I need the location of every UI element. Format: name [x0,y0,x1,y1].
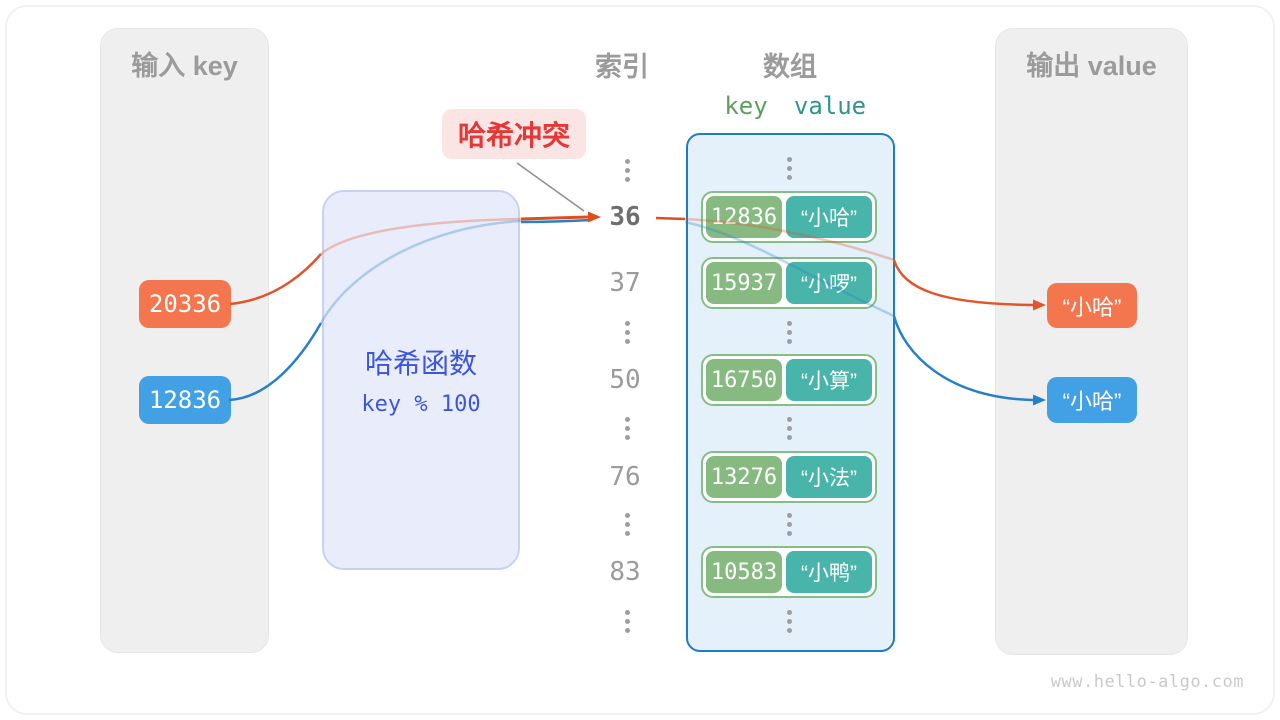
ellipsis-icon [786,321,792,344]
pair-value: “小算” [786,359,872,401]
page-frame [5,5,1275,715]
output-value-blue: “小哈” [1047,377,1137,423]
pair-key: 13276 [706,456,782,498]
hash-function-formula: key % 100 [361,392,481,417]
pair-value: “小鸭” [786,551,872,593]
ellipsis-icon [624,610,630,633]
index-37: 37 [609,268,641,298]
ellipsis-icon [786,610,792,633]
array-pair-13276: 13276 “小法” [701,451,877,503]
ellipsis-icon [786,417,792,440]
array-title: 数组 [763,52,817,82]
pair-key: 12836 [706,196,782,238]
array-key-header: key [724,92,768,120]
input-panel [100,28,269,653]
collision-badge-label: 哈希冲突 [457,120,570,151]
ellipsis-icon [624,159,630,182]
ellipsis-icon [786,157,792,180]
input-panel-title: 输入 key [131,51,238,81]
hash-function-box [322,190,520,570]
pair-value: “小啰” [786,262,872,304]
array-pair-15937: 15937 “小啰” [701,257,877,309]
output-panel [995,28,1188,655]
array-value-header: value [793,92,867,120]
index-83: 83 [609,557,641,587]
hash-function-title: 哈希函数 [364,348,477,379]
pair-key: 16750 [706,359,782,401]
watermark: www.hello-algo.com [1050,672,1244,692]
index-column-title: 索引 [595,52,649,82]
ellipsis-icon [624,513,630,536]
ellipsis-icon [786,513,792,536]
collision-badge: 哈希冲突 [442,109,586,159]
index-36: 36 [609,202,641,232]
array-pair-10583: 10583 “小鸭” [701,546,877,598]
output-panel-title: 输出 value [1026,51,1157,81]
input-key-20336: 20336 [139,280,231,328]
input-key-12836: 12836 [139,376,231,424]
pair-value: “小哈” [786,196,872,238]
ellipsis-icon [624,321,630,344]
pair-key: 10583 [706,551,782,593]
array-pair-12836: 12836 “小哈” [701,191,877,243]
index-76: 76 [609,462,641,492]
array-pair-16750: 16750 “小算” [701,354,877,406]
pair-key: 15937 [706,262,782,304]
output-value-orange: “小哈” [1047,283,1137,328]
index-50: 50 [609,365,641,395]
pair-value: “小法” [786,456,872,498]
ellipsis-icon [624,417,630,440]
